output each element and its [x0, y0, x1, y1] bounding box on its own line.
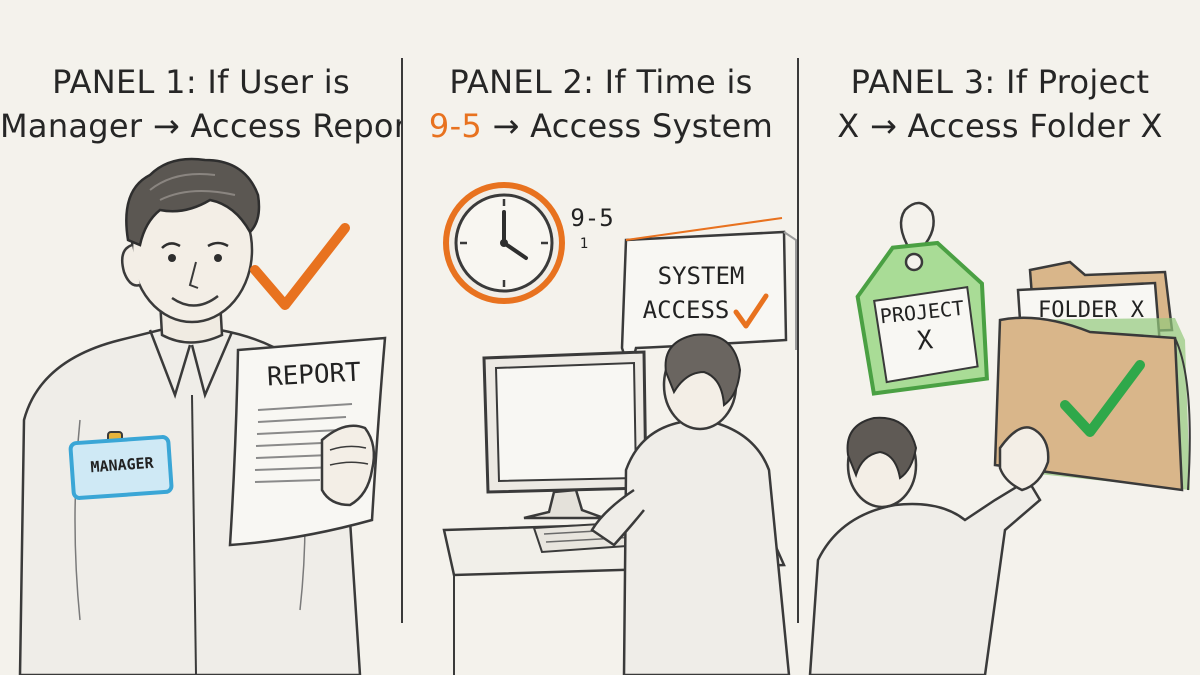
tag-icon	[855, 240, 989, 396]
clock-time-label: 9-5	[570, 204, 614, 232]
checkmark-icon	[250, 223, 350, 310]
folder-illustration	[808, 201, 1191, 675]
clock-icon	[443, 182, 565, 304]
manager-badge	[68, 435, 174, 500]
panel-2-time-accent: 9-5	[428, 107, 483, 145]
panel-1-title-line1: PANEL 1: If User is	[52, 63, 350, 101]
screen-line-1: SYSTEM	[657, 262, 745, 290]
panel-3-title-line2: X → Access Folder X	[837, 107, 1163, 145]
user-hair	[846, 416, 918, 480]
panel-2-title-line1: PANEL 2: If Time is	[449, 63, 753, 101]
panel-1: PANEL 1: If User is Manager → Access Rep…	[0, 0, 402, 675]
checkmark-icon	[733, 293, 769, 329]
monitor-icon	[482, 350, 648, 520]
panel-1-title: PANEL 1: If User is Manager → Access Rep…	[0, 60, 402, 148]
folder-label: FOLDER X	[1038, 298, 1144, 323]
panel-2-title: PANEL 2: If Time is 9-5 → Access System	[404, 60, 798, 148]
panel-3: PANEL 3: If Project X → Access Folder X …	[800, 0, 1200, 675]
panel-3-title: PANEL 3: If Project X → Access Folder X	[800, 60, 1200, 148]
panel-2-title-line2: 9-5 → Access System	[404, 104, 798, 148]
system-illustration	[442, 182, 797, 675]
panel-1-title-line2: Manager → Access Report	[0, 107, 402, 145]
screen-line-2: ACCESS	[642, 296, 730, 324]
user-hand	[998, 426, 1050, 492]
document-title: REPORT	[266, 357, 362, 393]
user-body	[808, 478, 1042, 675]
user-hair	[664, 333, 742, 407]
panel-divider-1	[401, 58, 403, 623]
panel-3-title-line1: PANEL 3: If Project	[850, 63, 1150, 101]
panel-2-title-rest: → Access System	[482, 107, 774, 145]
manager-hair	[125, 157, 261, 247]
panel-2: PANEL 2: If Time is 9-5 → Access System	[404, 0, 798, 675]
manager-hand	[320, 424, 376, 507]
tag-label-line2: X	[915, 325, 935, 357]
panel-divider-2	[797, 58, 799, 623]
checkmark-icon	[1060, 360, 1145, 437]
manager-illustration	[18, 157, 387, 675]
user-back	[622, 418, 791, 675]
clock-sub-label: 1	[579, 236, 589, 252]
